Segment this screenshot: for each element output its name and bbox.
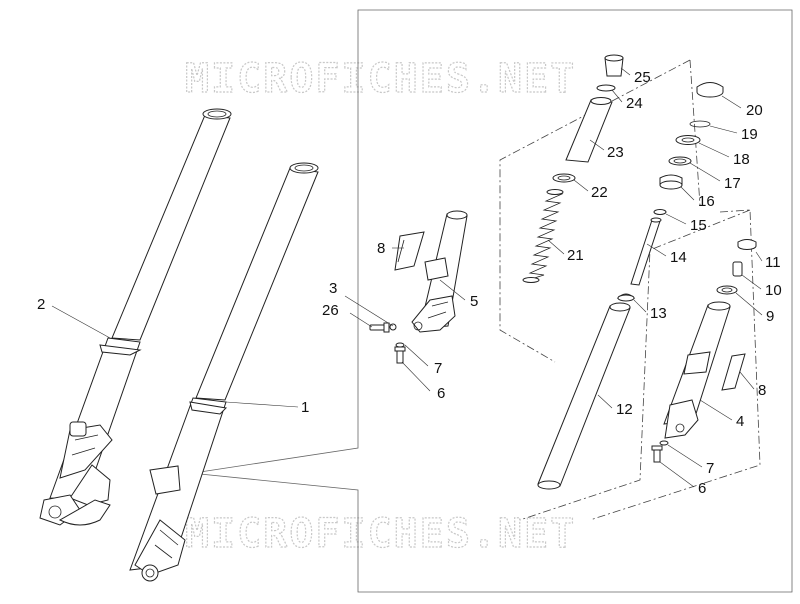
callout-26: 26 [322, 302, 339, 319]
part-9-seal [716, 285, 738, 295]
callouts: 1 2 3 26 8 5 7 6 25 24 23 22 21 20 19 18… [37, 69, 782, 497]
part-20-bushing [696, 82, 724, 98]
part-8-guard-lower [721, 353, 746, 391]
part-13-rod-end [616, 293, 636, 302]
part-17-seal [668, 156, 692, 166]
part-8-guard-upper [394, 231, 425, 271]
leader-lines [51, 67, 763, 488]
callout-10: 10 [765, 282, 782, 299]
callout-4: 4 [736, 413, 744, 430]
callout-2: 2 [37, 296, 45, 313]
watermark-top: MICROFICHES.NET [185, 56, 576, 102]
fork-leg-2 [39, 108, 232, 526]
callout-18: 18 [733, 151, 750, 168]
callout-13: 13 [650, 305, 667, 322]
part-23-tube [565, 97, 613, 163]
part-22-washer [552, 173, 576, 183]
part-3-washer [389, 323, 397, 331]
callout-17: 17 [724, 175, 741, 192]
callout-5: 5 [470, 293, 478, 310]
part-24-oring [596, 84, 616, 92]
callout-19: 19 [741, 126, 758, 143]
part-14-damper-rod [630, 217, 662, 286]
part-21-spring [522, 189, 564, 283]
part-5-fork-foot [411, 210, 468, 333]
callout-24: 24 [626, 95, 643, 112]
callout-16: 16 [698, 193, 715, 210]
part-12-inner-tube [537, 302, 631, 490]
exploded-view-frame [199, 9, 793, 593]
part-25-cap [604, 54, 624, 77]
part-15-oring [653, 209, 667, 215]
part-10-pin [732, 261, 743, 277]
part-7-washer-lower [659, 440, 669, 446]
callout-12: 12 [616, 401, 633, 418]
callout-8-upper: 8 [377, 240, 385, 257]
callout-6-lower: 6 [698, 480, 706, 497]
part-16-dust-seal [659, 174, 683, 190]
callout-3: 3 [329, 280, 337, 297]
callout-9: 9 [766, 308, 774, 325]
part-19-circlip [689, 120, 711, 128]
part-6-screw-upper [394, 346, 406, 364]
callout-15: 15 [690, 217, 707, 234]
callout-14: 14 [670, 249, 687, 266]
callout-25: 25 [634, 69, 651, 86]
callout-7-lower: 7 [706, 460, 714, 477]
callout-23: 23 [607, 144, 624, 161]
part-6-screw-lower [651, 445, 663, 463]
part-11-bushing [737, 239, 757, 250]
callout-22: 22 [591, 184, 608, 201]
watermark-bottom: MICROFICHES.NET [185, 511, 576, 557]
part-4-fork-foot [663, 301, 731, 439]
fork-leg-1 [129, 162, 319, 582]
callout-8-lower: 8 [758, 382, 766, 399]
callout-20: 20 [746, 102, 763, 119]
part-7-washer-upper [395, 342, 405, 348]
callout-1: 1 [301, 399, 309, 416]
callout-7-upper: 7 [434, 360, 442, 377]
callout-11: 11 [765, 254, 781, 271]
part-18-washer [675, 135, 701, 145]
callout-6-upper: 6 [437, 385, 445, 402]
callout-21: 21 [567, 247, 584, 264]
part-26-screw [369, 322, 390, 333]
